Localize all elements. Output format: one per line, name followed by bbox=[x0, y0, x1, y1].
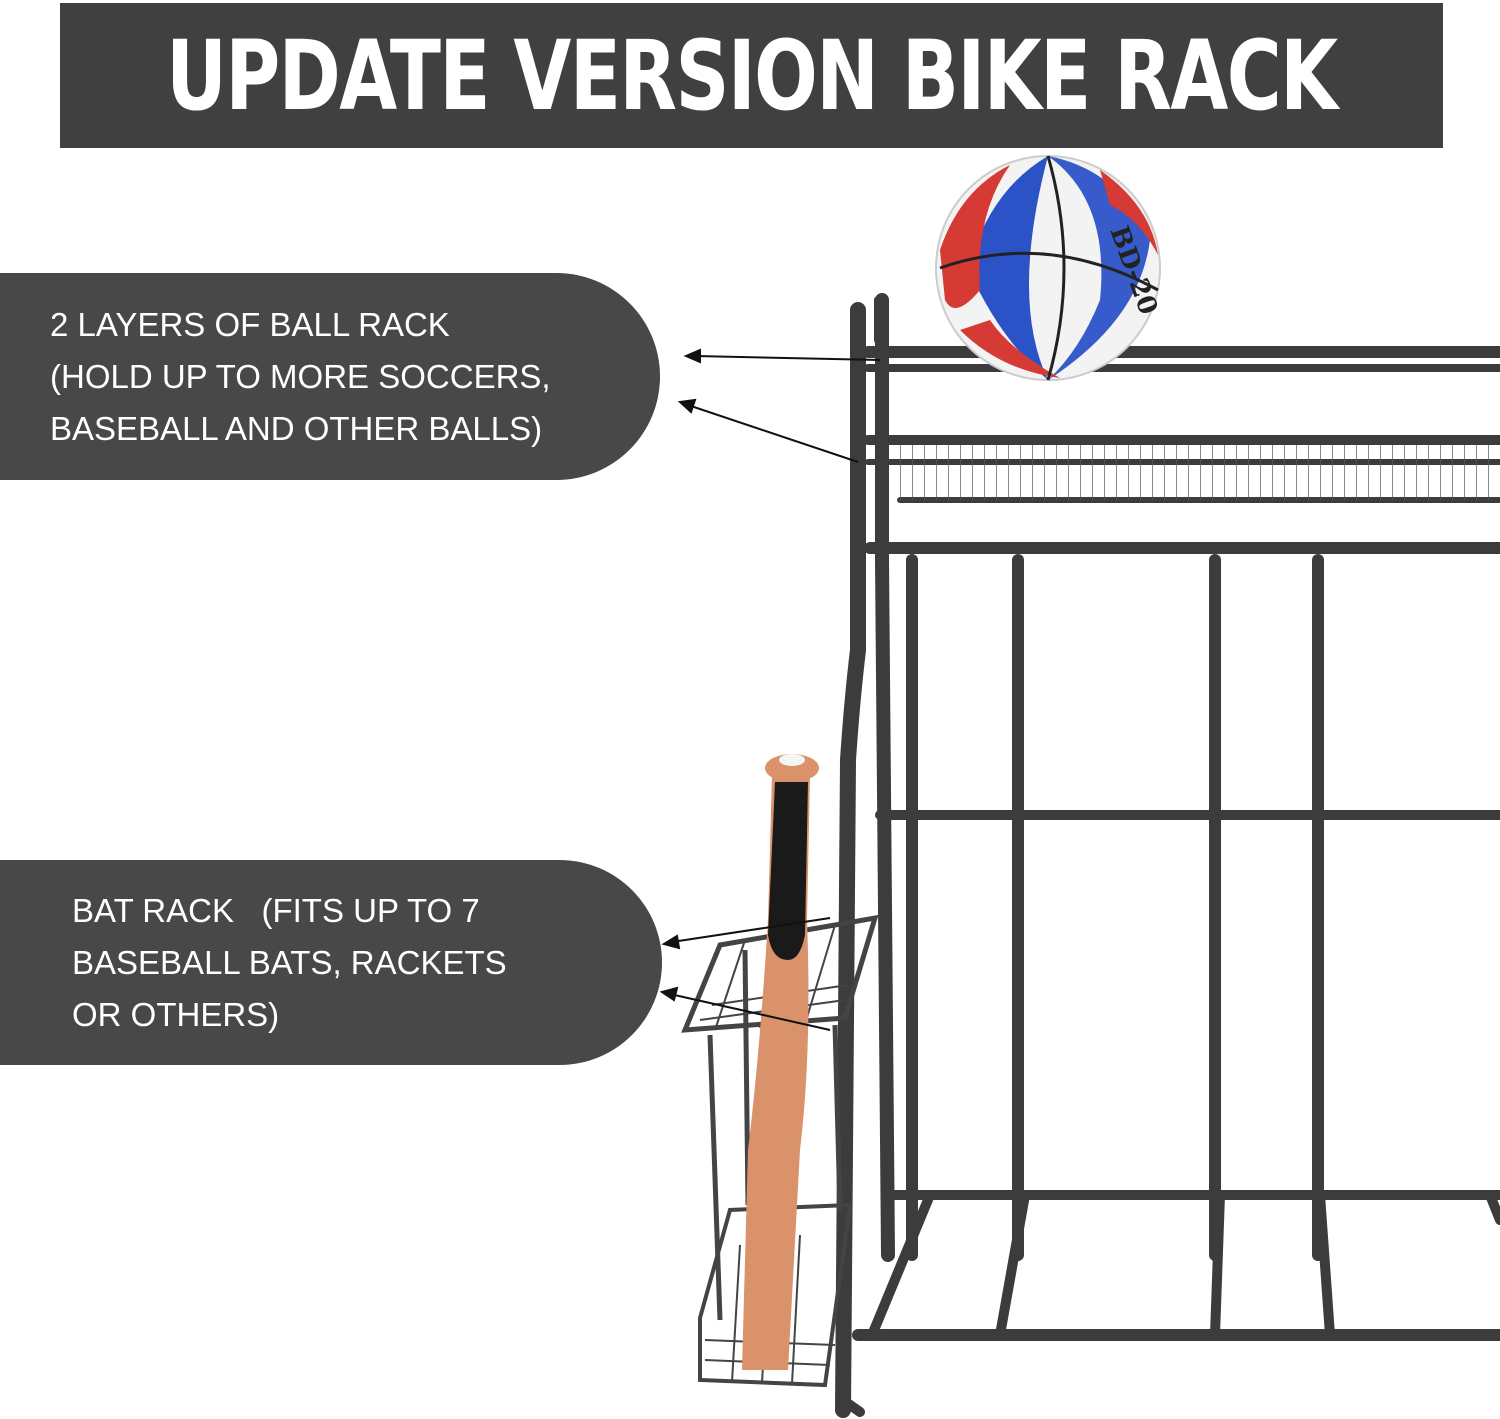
baseball-bat bbox=[742, 754, 819, 1370]
title-banner: UPDATE VERSION BIKE RACK bbox=[60, 3, 1443, 148]
ball-rack-callout: 2 LAYERS OF BALL RACK (HOLD UP TO MORE S… bbox=[0, 273, 660, 480]
ball-basket-mesh bbox=[895, 445, 1500, 500]
bat-rack bbox=[681, 914, 879, 1388]
banner-title: UPDATE VERSION BIKE RACK bbox=[166, 19, 1338, 132]
bat-rack-text: BAT RACK (FITS UP TO 7 BASEBALL BATS, RA… bbox=[72, 891, 507, 1033]
basketball: BD-20 bbox=[935, 155, 1163, 381]
annotation-arrows bbox=[659, 348, 881, 1031]
ball-rack-text: 2 LAYERS OF BALL RACK (HOLD UP TO MORE S… bbox=[50, 305, 551, 447]
bat-rack-callout: BAT RACK (FITS UP TO 7 BASEBALL BATS, RA… bbox=[0, 860, 662, 1065]
rack-frame bbox=[835, 293, 1500, 1418]
ball-print: BD-20 bbox=[1103, 222, 1163, 319]
